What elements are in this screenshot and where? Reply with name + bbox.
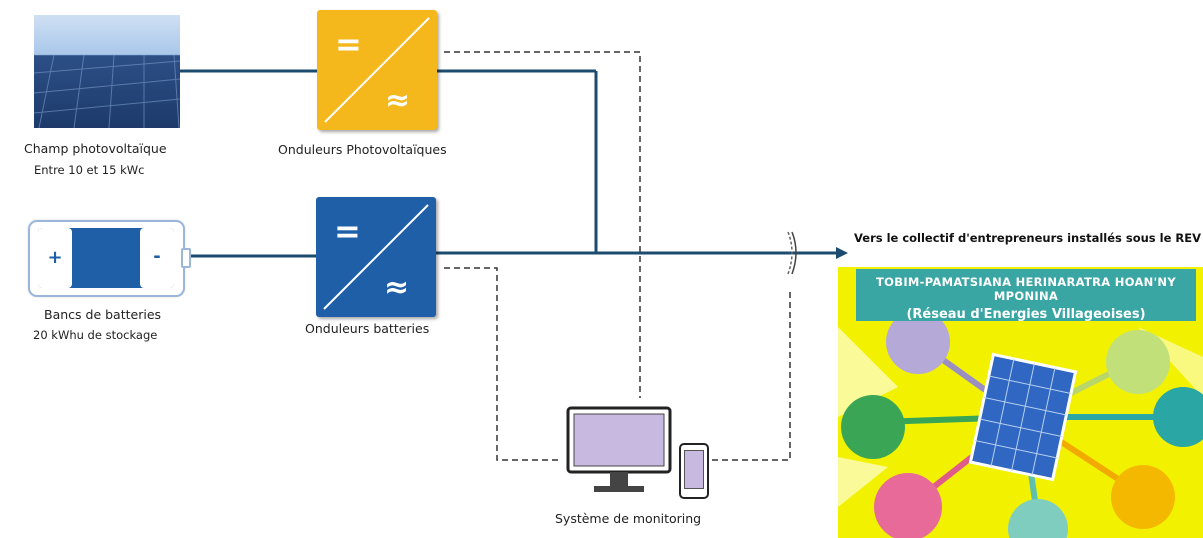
battery-terminal-cap — [181, 248, 191, 268]
rev-banner-line2: (Réseau d'Energies Villageoises) — [906, 307, 1146, 322]
pv-inverter-ac-symbol: ≈ — [385, 83, 410, 118]
battery-inverter-dc-symbol: = — [334, 212, 361, 250]
output-arrowhead — [836, 247, 848, 259]
dc-ac-converter-icon: = ≈ — [324, 17, 430, 123]
battery-plus-terminal: + — [38, 228, 72, 288]
breaker-symbol — [787, 231, 793, 275]
battery-minus-terminal: - — [140, 228, 174, 288]
battery-inverter-box: = ≈ — [316, 197, 436, 317]
rev-banner-line1: TOBIM-PAMATSIANA HERINARATRA HOAN'NY MPO… — [876, 275, 1176, 303]
output-destination-label: Vers le collectif d'entrepreneurs instal… — [854, 231, 1202, 245]
monitor-icon — [566, 406, 672, 492]
battery-icon: + - — [28, 220, 185, 297]
solar-panel-icon — [34, 54, 180, 128]
battery-monitoring-link — [444, 267, 560, 461]
battery-bank-title: Bancs de batteries — [44, 307, 162, 322]
pv-field-image — [34, 15, 180, 128]
pv-field-title: Champ photovoltaïque — [24, 141, 167, 156]
rev-banner: TOBIM-PAMATSIANA HERINARATRA HOAN'NY MPO… — [856, 269, 1196, 322]
pv-inverter-title: Onduleurs Photovoltaïques — [278, 142, 447, 157]
rev-poster: TOBIM-PAMATSIANA HERINARATRA HOAN'NY MPO… — [838, 267, 1203, 538]
battery-bank-subtitle: 20 kWhu de stockage — [33, 328, 158, 342]
pv-inverter-box: = ≈ — [317, 10, 437, 130]
smartphone-icon — [679, 443, 709, 499]
pv-inverter-dc-symbol: = — [335, 25, 362, 63]
pv-field-subtitle: Entre 10 et 15 kWc — [34, 163, 145, 177]
battery-inverter-ac-symbol: ≈ — [384, 270, 409, 305]
pv-monitoring-link — [444, 51, 641, 398]
rev-illustration — [838, 310, 1203, 538]
dc-ac-converter-icon-2: = ≈ — [323, 204, 429, 310]
output-monitoring-link — [712, 290, 791, 461]
breaker-arc — [791, 231, 797, 275]
monitoring-title: Système de monitoring — [555, 511, 702, 526]
battery-inverter-title: Onduleurs batteries — [305, 321, 430, 336]
